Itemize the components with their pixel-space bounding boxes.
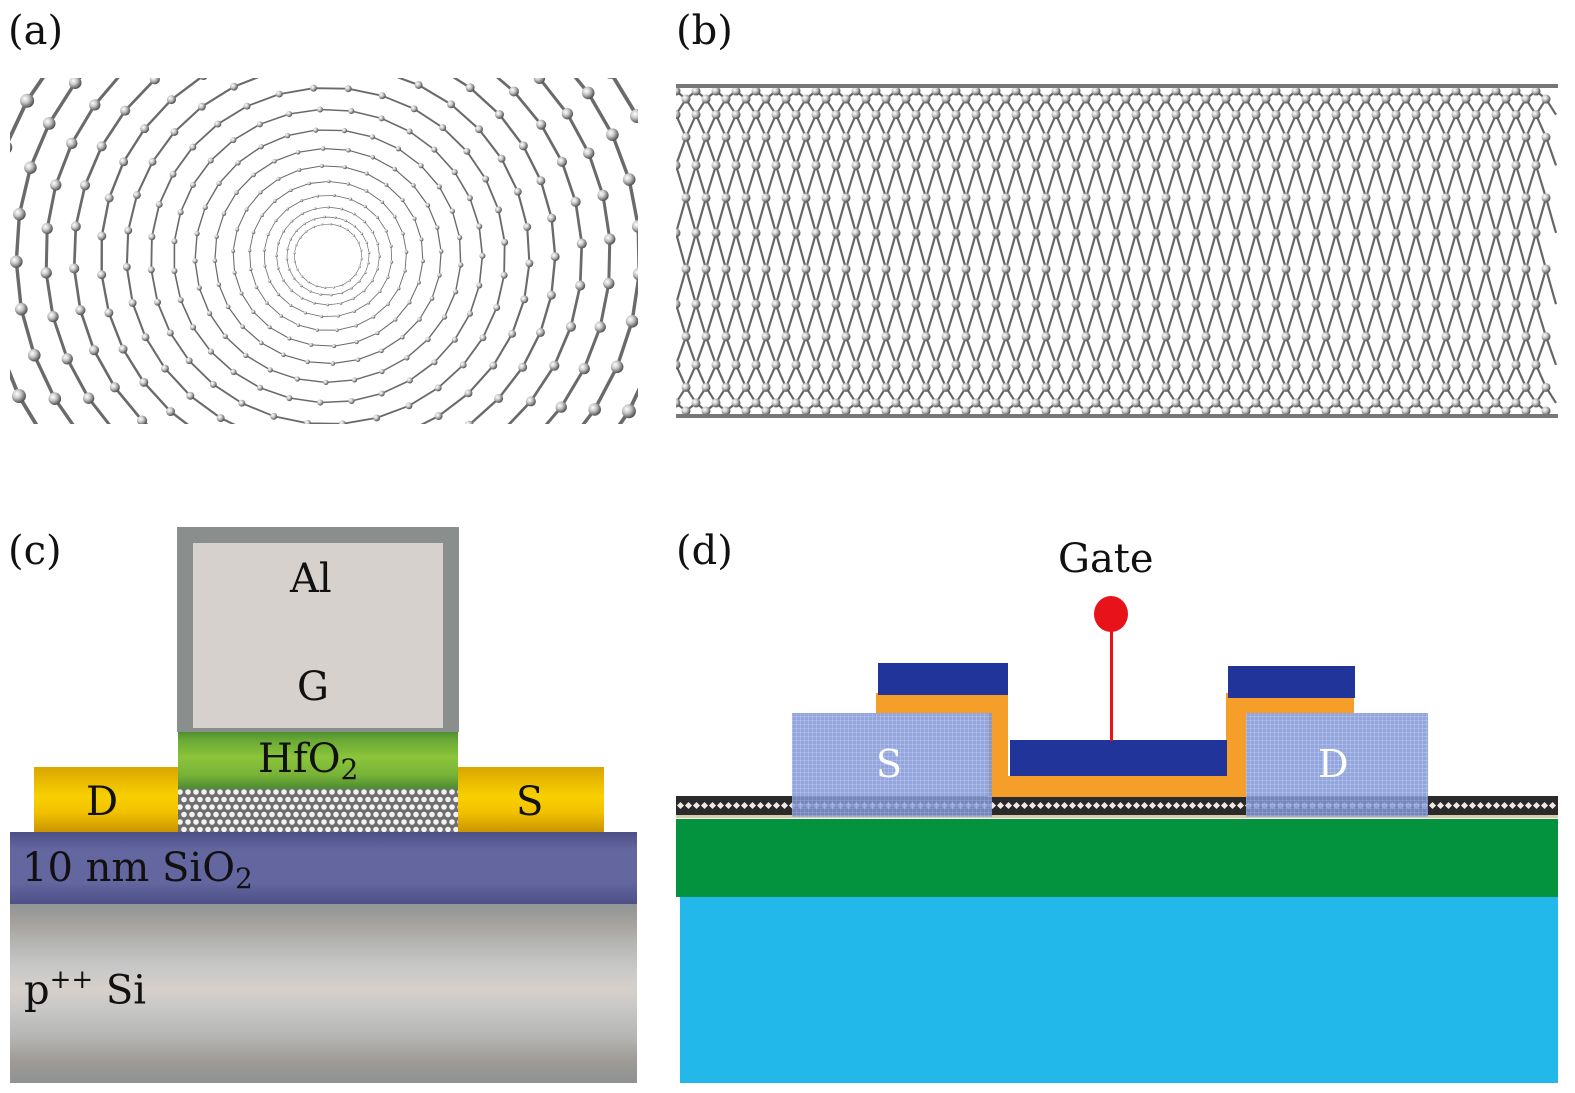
source-block-label: S xyxy=(876,742,903,786)
panel-d-label: (d) xyxy=(676,528,733,574)
source-label: S xyxy=(516,779,544,825)
drain-label: D xyxy=(86,779,119,825)
drain-block-label: D xyxy=(1318,742,1349,786)
gate-wire xyxy=(1110,622,1113,741)
si-substrate-layer xyxy=(10,903,637,1083)
hfo2-dielectric-layer xyxy=(178,731,458,789)
gate-material-label: Al xyxy=(290,556,332,602)
nanotube-side-image xyxy=(676,84,1558,418)
si-label-main: p xyxy=(24,967,50,1014)
source-contact-block xyxy=(792,713,992,817)
drain-contact-block xyxy=(1246,713,1428,817)
sio2-label-sub: 2 xyxy=(235,862,253,895)
panel-a-label: (a) xyxy=(8,8,64,54)
sio2-layer xyxy=(10,832,637,904)
gate-dielectric-layer xyxy=(876,693,1354,797)
dielectric-u-shape xyxy=(876,693,1354,797)
sio2-label-main: 10 nm SiO xyxy=(22,845,236,891)
panel-b-label: (b) xyxy=(676,8,733,54)
nanotube-rings xyxy=(10,78,638,424)
nanotube-center-opening xyxy=(298,226,358,286)
source-contact xyxy=(458,767,604,832)
oxide-layer xyxy=(676,819,1558,897)
drain-metal-cap xyxy=(1228,666,1355,698)
gate-metal xyxy=(1010,740,1227,776)
drain-contact xyxy=(34,767,178,832)
si-substrate-label: p++ Si xyxy=(24,965,146,1014)
hfo2-label: HfO2 xyxy=(258,736,358,786)
al-gate-electrode xyxy=(177,527,459,732)
substrate-layer xyxy=(680,896,1558,1083)
gate-terminal-dot xyxy=(1094,596,1128,632)
panel-c-label: (c) xyxy=(8,528,62,574)
nanotube-lattice xyxy=(676,84,1558,418)
hfo2-label-main: HfO xyxy=(258,736,341,782)
gate-label: G xyxy=(297,664,329,710)
al-gate-fill xyxy=(193,543,443,728)
si-label-sup: ++ xyxy=(49,965,94,995)
sio2-label: 10 nm SiO2 xyxy=(22,845,253,895)
si-label-rest: Si xyxy=(93,967,147,1014)
hfo2-label-sub: 2 xyxy=(340,753,359,786)
gate-terminal-label: Gate xyxy=(1058,536,1154,582)
source-metal-cap xyxy=(878,663,1008,695)
nanotube-axial-image xyxy=(10,78,638,424)
cnt-channel xyxy=(178,788,458,832)
